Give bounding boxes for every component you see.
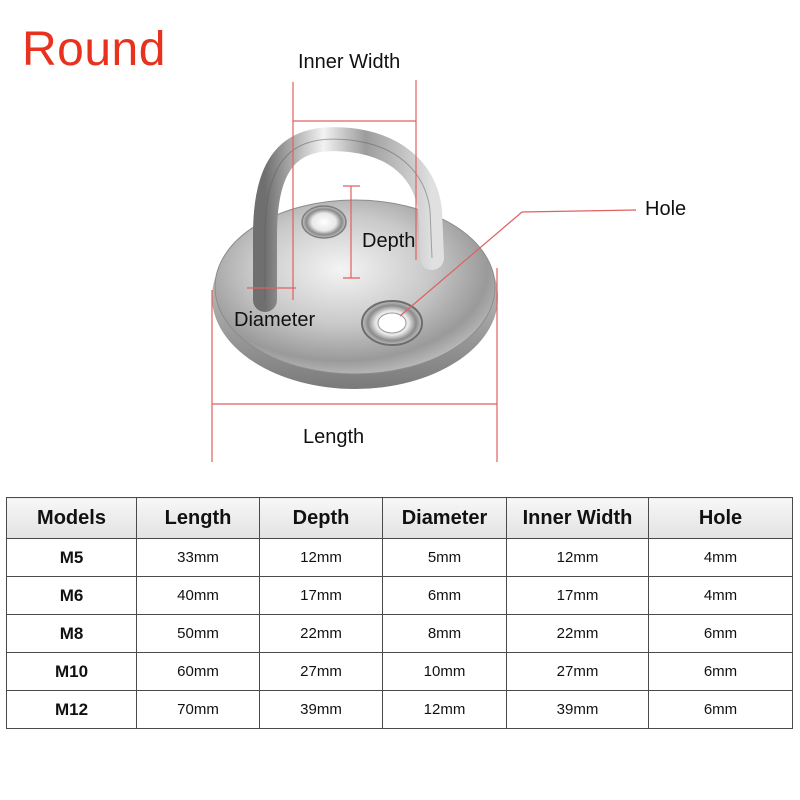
cell-model: M6 (6, 576, 137, 615)
header-models: Models (6, 497, 137, 539)
cell-inner-width: 22mm (506, 614, 649, 653)
cell-length: 70mm (136, 690, 260, 729)
cell-length: 60mm (136, 652, 260, 691)
cell-depth: 39mm (259, 690, 383, 729)
cell-length: 40mm (136, 576, 260, 615)
cell-depth: 27mm (259, 652, 383, 691)
cell-inner-width: 39mm (506, 690, 649, 729)
cell-diameter: 12mm (382, 690, 507, 729)
table-row: M8 50mm 22mm 8mm 22mm 6mm (6, 614, 793, 653)
cell-depth: 17mm (259, 576, 383, 615)
pad-eye-illustration (211, 80, 637, 462)
header-diameter: Diameter (382, 497, 507, 539)
table-row: M10 60mm 27mm 10mm 27mm 6mm (6, 652, 793, 691)
header-hole: Hole (648, 497, 793, 539)
table-header-row: Models Length Depth Diameter Inner Width… (6, 497, 793, 539)
cell-depth: 12mm (259, 538, 383, 577)
cell-diameter: 6mm (382, 576, 507, 615)
spec-table: Models Length Depth Diameter Inner Width… (6, 497, 793, 729)
label-inner-width: Inner Width (298, 51, 401, 73)
cell-hole: 6mm (648, 690, 793, 729)
cell-inner-width: 17mm (506, 576, 649, 615)
cell-inner-width: 12mm (506, 538, 649, 577)
cell-model: M10 (6, 652, 137, 691)
header-length: Length (136, 497, 260, 539)
cell-hole: 4mm (648, 576, 793, 615)
dimension-lines (211, 80, 637, 462)
cell-length: 50mm (136, 614, 260, 653)
label-depth: Depth (362, 230, 416, 252)
table-row: M5 33mm 12mm 5mm 12mm 4mm (6, 538, 793, 577)
cell-inner-width: 27mm (506, 652, 649, 691)
cell-diameter: 8mm (382, 614, 507, 653)
label-diameter: Diameter (234, 309, 316, 331)
hole-top (301, 205, 347, 239)
cell-model: M12 (6, 690, 137, 729)
pad-eye-diagram: Inner Width Depth Diameter Hole Length (211, 51, 687, 462)
cell-length: 33mm (136, 538, 260, 577)
cell-hole: 6mm (648, 614, 793, 653)
cell-diameter: 10mm (382, 652, 507, 691)
header-inner-width: Inner Width (506, 497, 649, 539)
cell-diameter: 5mm (382, 538, 507, 577)
cell-model: M5 (6, 538, 137, 577)
cell-hole: 6mm (648, 652, 793, 691)
cell-model: M8 (6, 614, 137, 653)
label-hole: Hole (645, 198, 687, 220)
label-length: Length (303, 426, 365, 448)
cell-hole: 4mm (648, 538, 793, 577)
table-row: M6 40mm 17mm 6mm 17mm 4mm (6, 576, 793, 615)
table-row: M12 70mm 39mm 12mm 39mm 6mm (6, 690, 793, 729)
header-depth: Depth (259, 497, 383, 539)
cell-depth: 22mm (259, 614, 383, 653)
page-title: Round (22, 23, 166, 76)
